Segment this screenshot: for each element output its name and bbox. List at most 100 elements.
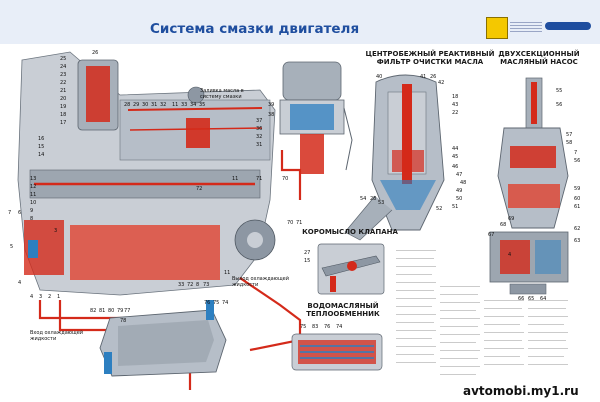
rocker-arm-illustration [317, 243, 385, 295]
callout-71: 71 [296, 220, 303, 226]
callout-45: 45 [452, 154, 459, 160]
callout-28b: 28 [370, 196, 377, 202]
callout-38: 38 [268, 112, 275, 118]
callout-3: 3 [39, 294, 43, 300]
brand-emblem [545, 22, 591, 30]
heat-exchanger-illustration [99, 300, 227, 377]
callout-60: 60 [574, 196, 581, 202]
callout-4c: 4 [508, 252, 512, 258]
callout-28: 28 [124, 102, 131, 108]
legend-text-area [396, 250, 568, 375]
oil-sump [70, 225, 220, 280]
callout-61: 61 [574, 204, 581, 210]
publisher-fine-print [510, 20, 542, 38]
callout-72b: 72 [196, 186, 203, 192]
callout-68: 68 [500, 222, 507, 228]
rocker-section-title: КОРОМЫСЛО КЛАПАНА [302, 228, 398, 236]
centrifugal-filter-illustration [344, 74, 445, 241]
callout-48: 48 [460, 180, 467, 186]
callout-70b: 70 [282, 176, 289, 182]
callout-56: 56 [556, 102, 563, 108]
callout-22: 22 [60, 80, 67, 86]
rocker-gallery [186, 118, 210, 148]
callout-31b: 31 [256, 142, 263, 148]
callout-19: 19 [60, 104, 67, 110]
callout-43: 43 [452, 102, 459, 108]
callout-71b: 71 [256, 176, 263, 182]
callout-47: 47 [456, 172, 463, 178]
callout-25: 25 [60, 56, 67, 62]
publisher-logo [486, 17, 508, 39]
callout-49: 49 [456, 188, 463, 194]
callout-11d: 11 [232, 176, 239, 182]
callout-77: 77 [124, 308, 131, 314]
callout-3b: 3 [54, 228, 58, 234]
callout-75: 75 [300, 324, 307, 330]
callout-57: 57 [566, 132, 573, 138]
callout-18b: 18 [452, 94, 459, 100]
engine-block-illustration [17, 51, 276, 296]
callout-35: 35 [199, 102, 206, 108]
callout-30: 30 [142, 102, 149, 108]
callout-9: 9 [30, 208, 34, 214]
callout-76b: 76 [204, 300, 211, 306]
callout-70: 70 [287, 220, 294, 226]
callout-50: 50 [456, 196, 463, 202]
callout-74: 74 [336, 324, 343, 330]
heat-exchanger-cutaway [291, 333, 383, 371]
callout-13: 13 [30, 176, 37, 182]
callout-63: 63 [574, 238, 581, 244]
callout-78: 78 [120, 318, 127, 324]
filter-cover-illustration [279, 61, 353, 174]
callout-7b: 7 [574, 150, 578, 156]
callout-8b: 8 [196, 282, 200, 288]
callout-52: 52 [436, 206, 443, 212]
callout-33b: 33 [178, 282, 185, 288]
callout-32: 32 [160, 102, 167, 108]
callout-83: 83 [312, 324, 319, 330]
poster-title: Система смазки двигателя [150, 21, 360, 37]
callout-56b: 56 [574, 158, 581, 164]
callout-18: 18 [60, 112, 67, 118]
callout-14: 14 [38, 152, 45, 158]
callout-46: 46 [452, 164, 459, 170]
callout-59: 59 [574, 186, 581, 192]
callout-4b: 4 [18, 280, 22, 286]
callout-54: 54 [360, 196, 367, 202]
callout-33: 33 [181, 102, 188, 108]
callout-80: 80 [108, 308, 115, 314]
callout-15: 15 [38, 144, 45, 150]
oil-pump-illustration [489, 77, 569, 295]
callout-6: 6 [18, 210, 22, 216]
callout-11: 11 [30, 192, 37, 198]
callout-74b: 74 [222, 300, 229, 306]
callout-34: 34 [190, 102, 197, 108]
callout-26b: 26 [430, 74, 437, 80]
callout-67: 67 [488, 232, 495, 238]
callout-21: 21 [60, 88, 67, 94]
callout-73: 73 [203, 282, 210, 288]
callout-16: 16 [38, 136, 45, 142]
callout-75b: 75 [213, 300, 220, 306]
callout-26: 26 [92, 50, 99, 56]
callout-76: 76 [324, 324, 331, 330]
callout-64: 64 [540, 296, 547, 302]
callout-8: 8 [30, 216, 34, 222]
callout-55: 55 [556, 88, 563, 94]
callout-12: 12 [30, 184, 37, 190]
callout-37: 37 [256, 118, 263, 124]
callout-11c: 11 [224, 270, 231, 276]
callout-36: 36 [256, 126, 263, 132]
callout-2: 2 [48, 294, 52, 300]
callout-20: 20 [60, 96, 67, 102]
callout-66: 66 [518, 296, 525, 302]
callout-32b: 32 [256, 134, 263, 140]
callout-39: 39 [268, 102, 275, 108]
callout-17: 17 [60, 120, 67, 126]
